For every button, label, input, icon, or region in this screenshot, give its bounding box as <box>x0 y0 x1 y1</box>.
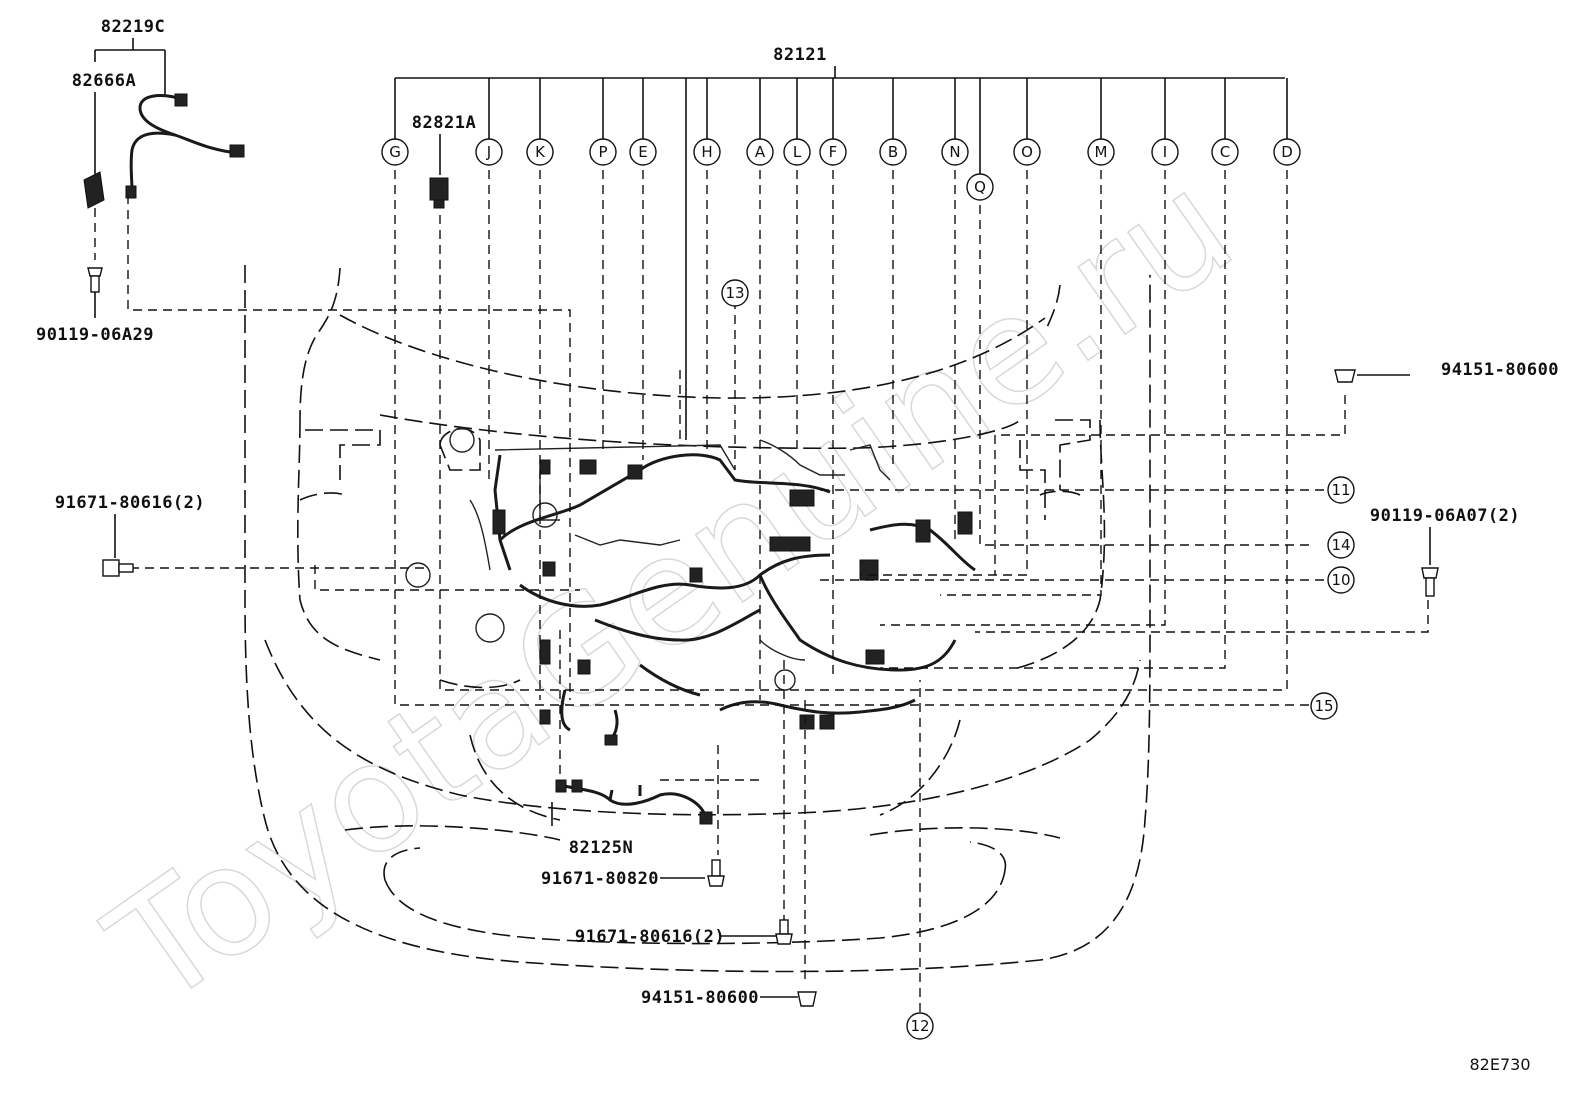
callout-circle-h <box>693 138 721 166</box>
callout-circle-c <box>1211 138 1239 166</box>
callout-circle-q <box>966 173 994 201</box>
callout-label-l: L <box>793 143 802 161</box>
callout-circle-o <box>1013 138 1041 166</box>
letter-callout-a: A <box>746 78 774 166</box>
leader-lines <box>127 170 1429 1012</box>
letter-callout-b: B <box>879 78 907 166</box>
callout-label-f: F <box>829 143 838 161</box>
letter-callout-c: C <box>1211 78 1239 166</box>
callout-label-p: P <box>598 143 607 161</box>
letter-callout-f: F <box>819 78 847 166</box>
letter-callout-j: J <box>475 78 503 166</box>
callout-13: 13 <box>721 279 749 307</box>
callout-circle-f <box>819 138 847 166</box>
callout-label-o: O <box>1021 143 1033 161</box>
letter-callout-q: Q <box>966 78 994 201</box>
part-label-82121: 82121 <box>773 45 827 65</box>
part-label-91671-80820: 91671-80820 <box>541 869 659 889</box>
callout-12: 12 <box>906 1012 934 1040</box>
sensor-harness-82219C-group: 82219C 82666A 90119-06A29 <box>36 17 245 345</box>
harness-82125N-group: 82125N <box>551 779 713 858</box>
part-label-82219C: 82219C <box>101 17 165 37</box>
part-label-90119-06A07: 90119-06A07(2) <box>1370 506 1520 526</box>
callout-label-b: B <box>888 143 898 161</box>
callout-14: 14 <box>1327 531 1355 559</box>
callout-label-a: A <box>755 143 766 161</box>
nut-94151-80600-bottom: 94151-80600 <box>641 988 817 1008</box>
part-label-94151-80600: 94151-80600 <box>1441 360 1559 380</box>
callout-circle-g <box>381 138 409 166</box>
letter-callout-l: L <box>783 78 811 166</box>
nut-94151-80600-right: 94151-80600 <box>1334 360 1559 383</box>
letter-callouts: G J K P E H A L F B NQ O M I C D <box>381 78 1301 201</box>
letter-callout-k: K <box>526 78 554 166</box>
callout-11: 11 <box>1327 476 1355 504</box>
callout-label-n: N <box>949 143 960 161</box>
callout-circle-d <box>1273 138 1301 166</box>
callout-circle-e <box>629 138 657 166</box>
svg-text:13: 13 <box>725 284 744 302</box>
callout-label-i: I <box>1163 143 1167 161</box>
callout-label-m: M <box>1095 143 1108 161</box>
callout-circle-b <box>879 138 907 166</box>
svg-text:ToyotaGenuine.ru: ToyotaGenuine.ru <box>80 139 1263 1040</box>
bolt-91671-80616-bottom: 91671-80616(2) <box>575 919 793 947</box>
callout-label-d: D <box>1281 143 1293 161</box>
letter-callout-o: O <box>1013 78 1041 166</box>
number-callouts: 13 11 14 10 15 12 <box>721 279 1355 1040</box>
watermark: ToyotaGenuine.ru <box>79 138 1263 1040</box>
letter-callout-h: H <box>693 78 721 166</box>
part-label-94151-80600-bottom: 94151-80600 <box>641 988 759 1008</box>
svg-text:15: 15 <box>1314 697 1333 715</box>
callout-label-k: K <box>535 143 546 161</box>
letter-callout-g: G <box>381 78 409 166</box>
bolt-90119-06A07-right: 90119-06A07(2) <box>1370 506 1520 597</box>
diagram-code: 82E730 <box>1469 1055 1530 1074</box>
letter-callout-i: I <box>1151 78 1179 166</box>
callout-circle-m <box>1087 138 1115 166</box>
callout-label-g: G <box>389 143 401 161</box>
bolt-91671-80616-left: 91671-80616(2) <box>55 493 205 577</box>
vehicle-body-outline <box>244 265 1151 973</box>
part-label-82821A: 82821A <box>412 113 476 133</box>
callout-label-c: C <box>1220 143 1230 161</box>
callout-circle-k <box>526 138 554 166</box>
part-label-91671-80616-bottom: 91671-80616(2) <box>575 927 725 947</box>
callout-circle-n <box>941 138 969 166</box>
svg-text:14: 14 <box>1331 536 1350 554</box>
part-label-90119-06A29: 90119-06A29 <box>36 325 154 345</box>
harness-82121-bracket: 82121 <box>395 45 1285 79</box>
callout-circle-i <box>1151 138 1179 166</box>
callout-circle-p <box>589 138 617 166</box>
svg-text:10: 10 <box>1331 571 1350 589</box>
callout-label-j: J <box>486 143 491 161</box>
engine-harness-assembly <box>405 427 976 746</box>
connector-82821A-group: 82821A <box>412 113 476 209</box>
letter-callout-p: P <box>589 78 617 166</box>
part-label-82125N: 82125N <box>569 838 633 858</box>
callout-label-e: E <box>638 143 647 161</box>
svg-text:12: 12 <box>910 1017 929 1035</box>
letter-callout-d: D <box>1273 78 1301 166</box>
callout-circle-l <box>783 138 811 166</box>
callout-15: 15 <box>1310 692 1338 720</box>
callout-label-q: Q <box>974 178 986 196</box>
letter-callout-e: E <box>629 78 657 166</box>
callout-circle-a <box>746 138 774 166</box>
callout-label-h: H <box>701 143 712 161</box>
letter-callout-n: N <box>941 78 969 166</box>
part-label-91671-80616-left: 91671-80616(2) <box>55 493 205 513</box>
letter-callout-m: M <box>1087 78 1115 166</box>
callout-circle-j <box>475 138 503 166</box>
callout-10: 10 <box>1327 566 1355 594</box>
part-label-82666A: 82666A <box>72 71 136 91</box>
svg-text:11: 11 <box>1331 481 1350 499</box>
bolt-91671-80820: 91671-80820 <box>541 859 725 889</box>
